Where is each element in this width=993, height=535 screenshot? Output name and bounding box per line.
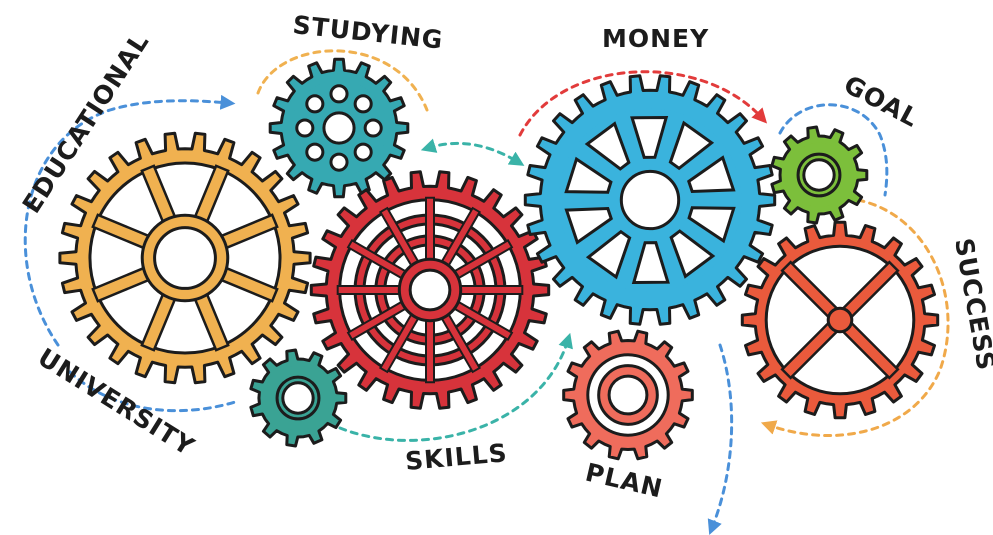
label-studying: STUDYING bbox=[291, 10, 444, 55]
gear-goal bbox=[770, 125, 869, 225]
arrow-plan-down bbox=[707, 343, 734, 535]
gear-university bbox=[249, 348, 348, 448]
label-money: MONEY bbox=[602, 24, 709, 53]
arrow-goal bbox=[778, 103, 889, 197]
label-plan: PLAN bbox=[583, 458, 666, 504]
arrow-university bbox=[68, 370, 237, 413]
gears-layer bbox=[58, 57, 940, 461]
gear-money bbox=[523, 74, 777, 326]
label-success: SUCCESS bbox=[949, 236, 993, 373]
label-goal: GOAL bbox=[839, 70, 924, 133]
gear-studying bbox=[268, 57, 410, 199]
gear-plan bbox=[562, 329, 694, 461]
gear-success bbox=[740, 220, 940, 420]
gear-skills bbox=[309, 170, 551, 410]
arrow-skills bbox=[338, 332, 573, 442]
arrow-studying-money bbox=[420, 138, 525, 166]
gear-educational bbox=[58, 131, 312, 385]
arc-studying bbox=[256, 49, 429, 112]
label-skills: SKILLS bbox=[404, 438, 509, 476]
arrow-success bbox=[760, 198, 950, 437]
connector-arrows bbox=[23, 49, 950, 535]
arrow-educational bbox=[23, 94, 236, 347]
arrow-money bbox=[518, 70, 768, 137]
